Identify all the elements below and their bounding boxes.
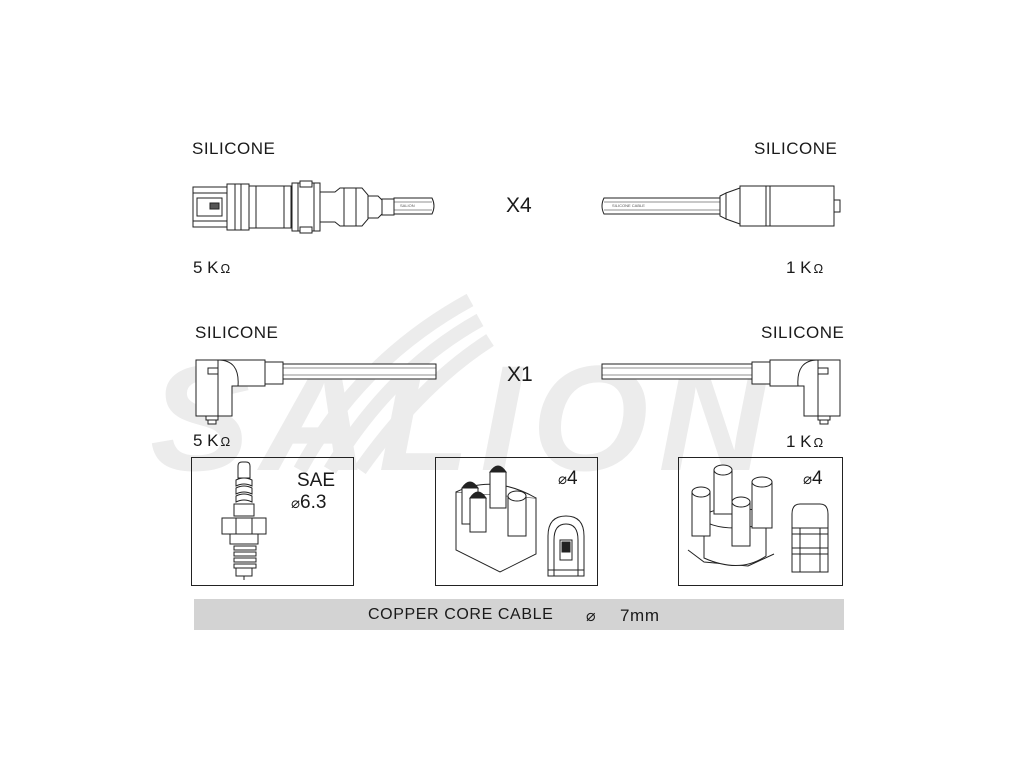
top-left-cable-print: SALION bbox=[400, 203, 415, 208]
bottom-left-resistance-value: 5 K bbox=[193, 431, 219, 450]
top-left-spark-boot bbox=[192, 180, 435, 234]
diameter-icon: ⌀ bbox=[586, 608, 597, 625]
bottom-right-material-label: SILICONE bbox=[761, 323, 845, 342]
cable-banner-size: 7mm bbox=[620, 606, 660, 625]
top-left-material-label: SILICONE bbox=[192, 139, 276, 158]
top-quantity-label: X4 bbox=[506, 194, 532, 217]
distributor-1-diameter: ⌀4 bbox=[558, 468, 578, 490]
bottom-left-material-label: SILICONE bbox=[195, 323, 279, 342]
top-right-material-label: SILICONE bbox=[754, 139, 838, 158]
top-left-resistance-value: 5 K bbox=[193, 258, 219, 277]
spark-plug-standard: SAE bbox=[297, 470, 336, 491]
bottom-quantity-label: X1 bbox=[507, 363, 533, 386]
distributor-1-diameter-value: 4 bbox=[567, 468, 578, 489]
ohm-symbol: Ω bbox=[220, 434, 231, 449]
distributor-2-diameter-value: 4 bbox=[812, 468, 823, 489]
distributor-box-2: ⌀4 bbox=[678, 457, 843, 586]
top-right-cable-print: SILICONE CABLE bbox=[612, 203, 645, 208]
distributor-2-diameter: ⌀4 bbox=[803, 468, 823, 490]
distributor-cap-drawing-1 bbox=[455, 465, 537, 573]
spark-plug-diameter: ⌀6.3 bbox=[291, 492, 326, 514]
distributor-terminal-drawing-2 bbox=[791, 503, 829, 573]
distributor-terminal-drawing-1 bbox=[547, 515, 585, 577]
diameter-icon: ⌀ bbox=[558, 471, 568, 488]
spark-plug-box: SAE ⌀6.3 bbox=[191, 457, 354, 586]
top-right-resistance-value: 1 K bbox=[786, 258, 812, 277]
top-right-coil-boot bbox=[601, 185, 841, 227]
ohm-symbol: Ω bbox=[813, 261, 824, 276]
diameter-icon: ⌀ bbox=[803, 471, 813, 488]
ohm-symbol: Ω bbox=[220, 261, 231, 276]
cable-banner: COPPER CORE CABLE ⌀ 7mm bbox=[194, 599, 844, 630]
distributor-cap-drawing-2 bbox=[687, 464, 775, 567]
bottom-left-angled-boot bbox=[195, 359, 437, 425]
bottom-right-angled-boot bbox=[601, 359, 841, 425]
cable-banner-label: COPPER CORE CABLE bbox=[368, 606, 554, 623]
distributor-box-1: ⌀4 bbox=[435, 457, 598, 586]
bottom-right-resistance-value: 1 K bbox=[786, 432, 812, 451]
ohm-symbol: Ω bbox=[813, 435, 824, 450]
spark-plug-diameter-value: 6.3 bbox=[300, 492, 327, 513]
diameter-icon: ⌀ bbox=[291, 495, 301, 512]
spark-plug-drawing bbox=[221, 461, 267, 580]
